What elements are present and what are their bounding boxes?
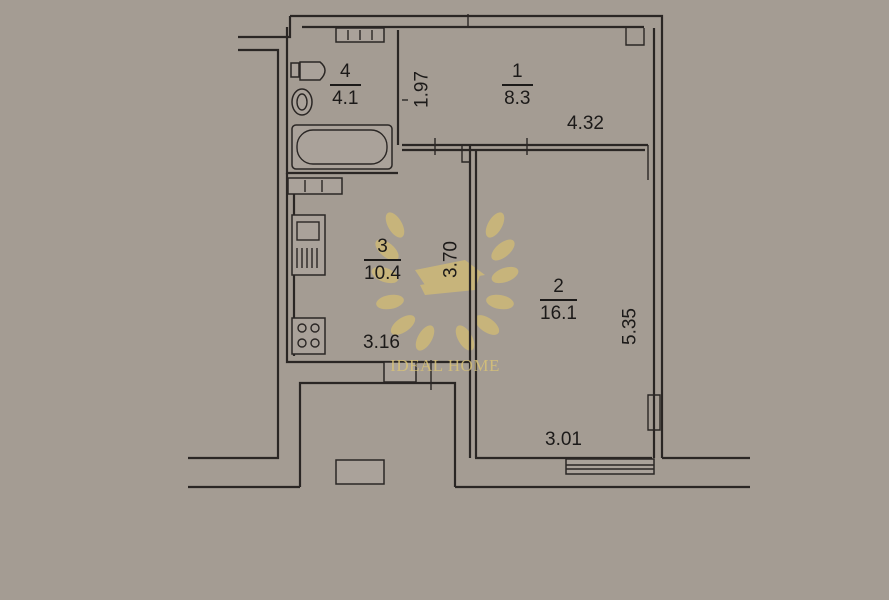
room-area: 4.1	[332, 88, 359, 109]
room-area: 8.3	[504, 88, 531, 109]
dimension-kitchen-width: 3.16	[363, 332, 400, 353]
kitchen-cabinet-icon	[287, 177, 343, 195]
room-area: 16.1	[540, 303, 577, 324]
room-1-hallway: 1 8.3	[502, 62, 533, 108]
kitchen-sink-icon	[291, 214, 326, 276]
interior-walls	[285, 14, 661, 458]
dimension-kitchen-height: 3.70	[440, 241, 462, 278]
balcony-door	[383, 361, 417, 383]
stove-icon	[291, 317, 326, 355]
exterior-walls	[188, 14, 750, 489]
dimension-living-height: 5.35	[619, 308, 641, 345]
window	[565, 458, 655, 475]
window	[335, 459, 385, 485]
bathtub-icon	[291, 124, 393, 170]
room-area: 10.4	[364, 263, 401, 284]
room-number: 4	[330, 62, 361, 86]
dimension-living-width: 3.01	[545, 429, 582, 450]
dimension-hall-width: 4.32	[567, 113, 604, 134]
room-3-kitchen: 3 10.4	[364, 237, 401, 283]
toilet-icon	[290, 61, 326, 81]
room-2-living-room: 2 16.1	[540, 277, 577, 323]
watermark-text: IDEAL HOME	[390, 356, 500, 375]
watermark-wreath-icon	[371, 212, 519, 351]
room-4-bathroom: 4 4.1	[330, 62, 361, 108]
dimension-hall-height: 1.97	[411, 71, 433, 108]
room-number: 3	[364, 237, 401, 261]
room-number: 2	[540, 277, 577, 301]
room-number: 1	[502, 62, 533, 86]
radiator-icon	[335, 27, 385, 43]
sink-icon	[291, 88, 313, 116]
